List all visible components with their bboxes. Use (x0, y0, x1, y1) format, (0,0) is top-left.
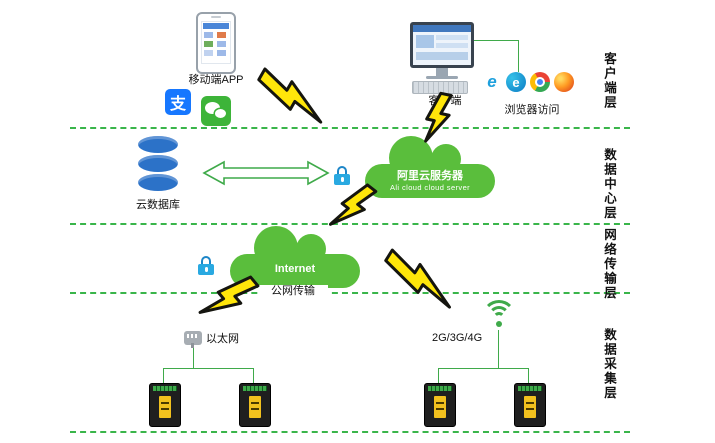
data-collector-device (149, 383, 181, 427)
device-label-sticker (159, 396, 171, 418)
wifi-arc (493, 312, 505, 324)
device-label-sticker (249, 396, 261, 418)
lock-icon (198, 256, 214, 275)
layer-separator (70, 127, 630, 129)
ali-cloud-en-label: Ali cloud cloud server (389, 183, 471, 192)
data-collector-device (424, 383, 456, 427)
connector-device-drop (253, 368, 254, 384)
device-terminals (428, 386, 452, 391)
layer-label-datacenter: 数据中心层 (602, 148, 616, 221)
connector-wifi-bus (498, 330, 499, 368)
smartphone-icon (196, 12, 236, 74)
cellular-label: 2G/3G/4G (432, 332, 492, 345)
connector-pc-browsers (474, 40, 518, 41)
ali-cloud-server-node: 阿里云服务器 Ali cloud cloud server (365, 136, 495, 198)
alipay-icon: 支 (165, 89, 191, 115)
ie-browser-icon: e (487, 72, 497, 91)
lock-icon (334, 166, 350, 185)
ali-cloud-text: 阿里云服务器 Ali cloud cloud server (365, 169, 495, 192)
lock-body (334, 174, 350, 185)
edge-browser-icon: e (506, 72, 526, 92)
ethernet-plug-icon (184, 331, 202, 348)
cloud-db-label: 云数据库 (128, 199, 188, 212)
db-disk (138, 155, 178, 172)
browser-access-label: 浏览器访问 (492, 104, 572, 117)
lock-shackle (201, 256, 211, 266)
lock-shackle (337, 166, 347, 176)
alipay-glyph: 支 (169, 96, 186, 113)
connector-pc-browsers (518, 40, 519, 72)
wifi-dot (496, 321, 502, 327)
bidirectional-arrow (202, 160, 330, 186)
internet-text: Internet (230, 262, 360, 276)
ethernet-label: 以太网 (206, 333, 250, 346)
wifi-arc (488, 306, 510, 328)
internet-label: Internet (274, 263, 316, 275)
layer-label-client: 客户端层 (602, 52, 616, 110)
layer-label-network: 网络传输层 (602, 228, 616, 301)
monitor-screen (413, 25, 471, 65)
desktop-computer-icon (410, 22, 480, 94)
connector-ethernet-bus (193, 345, 194, 368)
connector-ethernet-bus (163, 368, 254, 369)
cloud-shape (254, 226, 298, 270)
monitor-stand (436, 68, 448, 76)
data-collector-device (239, 383, 271, 427)
connector-device-drop (163, 368, 164, 384)
layer-separator (70, 223, 630, 225)
public-network-label: 公网传输 (258, 285, 328, 298)
data-collector-device (514, 383, 546, 427)
layer-label-collection: 数据采集层 (602, 328, 616, 401)
device-label-sticker (524, 396, 536, 418)
connector-device-drop (438, 368, 439, 384)
cloud-shape (365, 164, 495, 198)
wechat-icon (201, 96, 231, 126)
db-disk (138, 174, 178, 191)
layer-separator (70, 431, 630, 433)
lightning-bolt-phone-cloud (252, 65, 333, 127)
connector-device-drop (528, 368, 529, 384)
cloud-shape (389, 136, 433, 180)
db-disk (138, 136, 178, 153)
connector-wifi-bus (438, 368, 529, 369)
cloud-database-icon (138, 136, 178, 193)
wifi-arc (482, 300, 516, 334)
monitor-base (426, 76, 458, 79)
browser-icons: e e (482, 72, 574, 92)
mobile-app-label: 移动端APP (171, 74, 261, 87)
cloud-shape (431, 144, 461, 174)
device-terminals (153, 386, 177, 391)
layer-separator (70, 292, 630, 294)
lightning-bolt-ethernet-internet (196, 268, 261, 329)
chrome-browser-icon (530, 72, 550, 92)
device-terminals (243, 386, 267, 391)
device-terminals (518, 386, 542, 391)
firefox-browser-icon (554, 72, 574, 92)
ali-cloud-cn-label: 阿里云服务器 (397, 170, 463, 182)
phone-screen (201, 21, 231, 64)
lightning-bolt-internet-cellular (379, 246, 462, 312)
monitor (410, 22, 474, 68)
lock-body (198, 264, 214, 275)
device-label-sticker (434, 396, 446, 418)
cloud-shape (296, 234, 326, 264)
wifi-icon (480, 300, 518, 330)
